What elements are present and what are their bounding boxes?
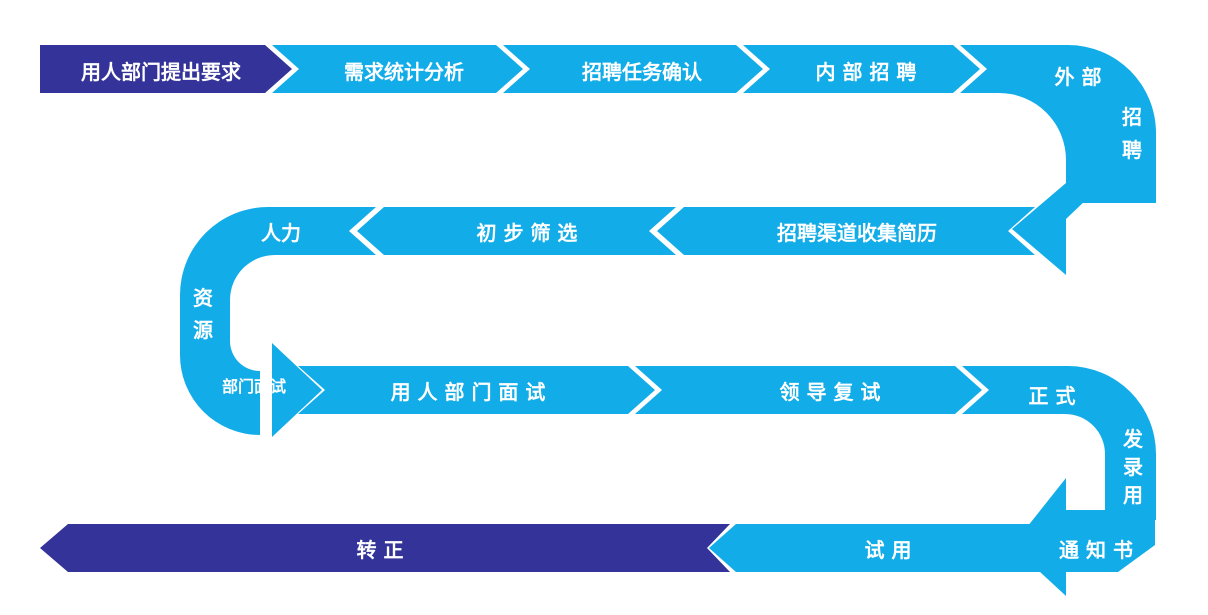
label-offer-3: 用 [1123,483,1143,507]
step-dept-interview [298,366,655,414]
label-probation: 试 用 [865,538,912,562]
label-formal: 正 式 [1029,384,1076,408]
label-internal: 内 部 招 聘 [816,60,917,84]
step-end [40,524,730,572]
step-start [40,45,292,93]
label-hr-3: 源 [193,318,213,342]
label-start: 用人部门提出要求 [81,60,242,84]
label-offer-1: 发 [1122,427,1144,451]
step-leader-interview [635,366,982,414]
label-leader-interview: 领 导 复 试 [780,380,881,404]
label-end: 转 正 [357,538,404,562]
label-dept-interview: 用 人 部 门 面 试 [391,380,546,404]
turn-hr [180,207,376,435]
turn-offer [962,366,1156,520]
label-external-1: 外 部 [1055,65,1102,89]
step-probation [709,524,1066,572]
label-hr-1: 人力 [261,221,301,245]
label-demand-analysis: 需求统计分析 [344,60,464,84]
label-external-2: 招 [1122,105,1142,129]
label-resume-collect: 招聘渠道收集简历 [777,221,937,245]
turn-external [960,45,1156,203]
step-screening [357,207,676,255]
turn-hr-arrowhead [272,343,322,437]
turn-external-arrowhead [1012,177,1088,275]
label-task-confirm: 招聘任务确认 [582,60,703,84]
label-dept-interview-short: 部门面试 [222,377,286,396]
label-screening: 初 步 筛 选 [477,221,578,245]
step-task-confirm [503,45,763,93]
label-offer-4: 通 知 书 [1059,538,1133,562]
step-internal [743,45,980,93]
label-offer-2: 录 [1123,455,1143,479]
step-resume-collect [657,207,1035,255]
label-hr-2: 资 [193,286,213,310]
label-external-3: 聘 [1122,138,1142,162]
step-demand-analysis [272,45,523,93]
